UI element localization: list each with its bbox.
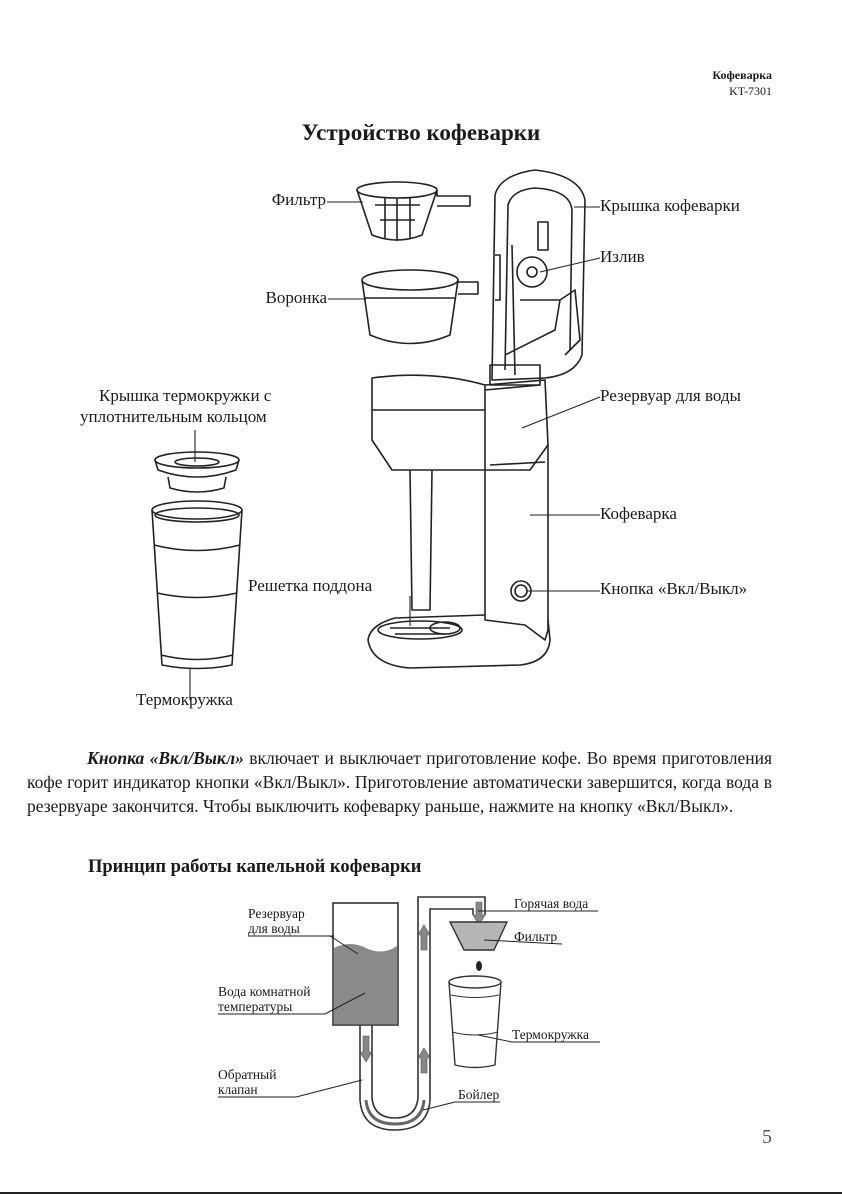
label-filter: Фильтр (271, 190, 326, 209)
scheme-label-room-water-line2: температуры (218, 999, 293, 1014)
scheme-label-hot-water: Горячая вода (514, 896, 589, 911)
scheme-label-mug: Термокружка (512, 1027, 589, 1042)
coffee-maker-body (367, 169, 586, 669)
section-subtitle: Принцип работы капельной кофеварки (88, 857, 422, 877)
filter-illustration (356, 181, 471, 241)
scheme-label-filter: Фильтр (514, 929, 558, 944)
label-mug-lid-line2: уплотнительным кольцом (80, 407, 267, 426)
drip-scheme-diagram (218, 896, 600, 1131)
label-button: Кнопка «Вкл/Выкл» (600, 579, 748, 598)
mug-illustration (151, 500, 243, 670)
description-paragraph: Кнопка «Вкл/Выкл» включает и выключает п… (27, 746, 772, 818)
paragraph-lead: Кнопка «Вкл/Выкл» (87, 748, 244, 768)
label-mug: Термокружка (136, 690, 233, 709)
label-spout: Излив (600, 247, 645, 266)
header-model: KT-7301 (729, 84, 772, 98)
scheme-label-room-water-line1: Вода комнатной (218, 984, 311, 999)
funnel-illustration (361, 269, 479, 345)
label-mug-lid-line1: Крышка термокружки с (99, 386, 272, 405)
scheme-label-valve-line1: Обратный (218, 1067, 277, 1082)
page-title: Устройство кофеварки (301, 120, 541, 145)
scheme-label-boiler: Бойлер (458, 1087, 500, 1102)
page-bottom-rule (0, 1192, 842, 1194)
scheme-label-valve-line2: клапан (218, 1082, 258, 1097)
label-reservoir: Резервуар для воды (600, 386, 741, 405)
label-lid: Крышка кофеварки (600, 196, 740, 215)
scheme-label-reservoir-line1: Резервуар (248, 906, 305, 921)
paragraph-text: включает и выключает приготовление кофе.… (27, 748, 772, 816)
label-coffee-maker: Кофеварка (600, 504, 677, 523)
mug-lid-illustration (154, 451, 240, 493)
page-number: 5 (762, 1126, 772, 1148)
scheme-label-reservoir-line2: для воды (248, 921, 300, 936)
coffee-maker-diagram (151, 169, 601, 700)
label-grate: Решетка поддона (248, 576, 373, 595)
header-brand: Кофеварка (712, 68, 772, 82)
label-funnel: Воронка (265, 288, 327, 307)
